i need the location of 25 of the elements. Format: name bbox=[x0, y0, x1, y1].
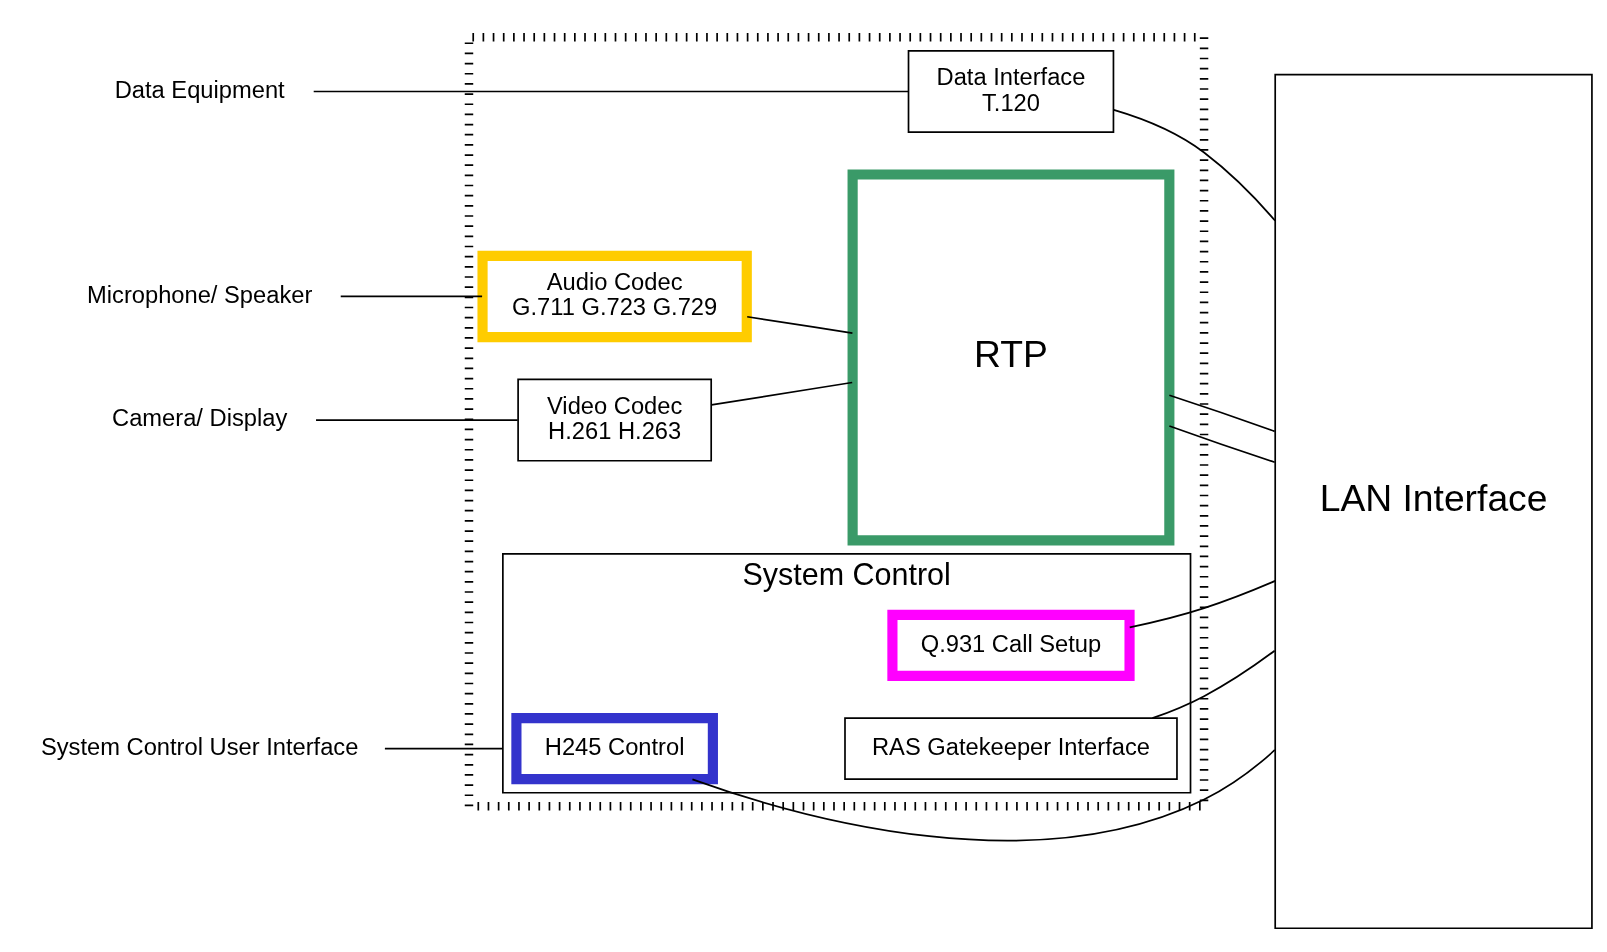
connector bbox=[384, 747, 504, 750]
connector bbox=[312, 90, 909, 93]
node-box: RTP bbox=[847, 169, 1175, 546]
node-box: LAN Interface bbox=[1274, 73, 1593, 930]
connector bbox=[1168, 425, 1276, 464]
connector bbox=[691, 749, 1276, 842]
connector bbox=[315, 419, 519, 421]
node-box: RAS Gatekeeper Interface bbox=[844, 717, 1178, 781]
connector bbox=[1168, 394, 1276, 433]
node-text: Data Equipment bbox=[114, 76, 285, 103]
node-text: Microphone/ Speaker bbox=[87, 281, 313, 308]
connector bbox=[1128, 580, 1277, 629]
node-box: Q.931 Call Setup bbox=[887, 609, 1135, 681]
connector bbox=[710, 381, 854, 406]
node-box: H245 Control bbox=[511, 713, 718, 785]
node-text: System Control User Interface bbox=[40, 733, 359, 760]
connector bbox=[746, 315, 854, 334]
node-box: Data Interface T.120 bbox=[907, 50, 1115, 133]
connector bbox=[1112, 109, 1276, 222]
node-box: Audio Codec G.711 G.723 G.729 bbox=[477, 250, 752, 343]
cluster bbox=[464, 33, 1209, 811]
node-box: Video Codec H.261 H.263 bbox=[517, 378, 713, 462]
node-text: Camera/ Display bbox=[112, 405, 288, 432]
connector bbox=[1151, 649, 1276, 719]
connector bbox=[339, 295, 483, 298]
